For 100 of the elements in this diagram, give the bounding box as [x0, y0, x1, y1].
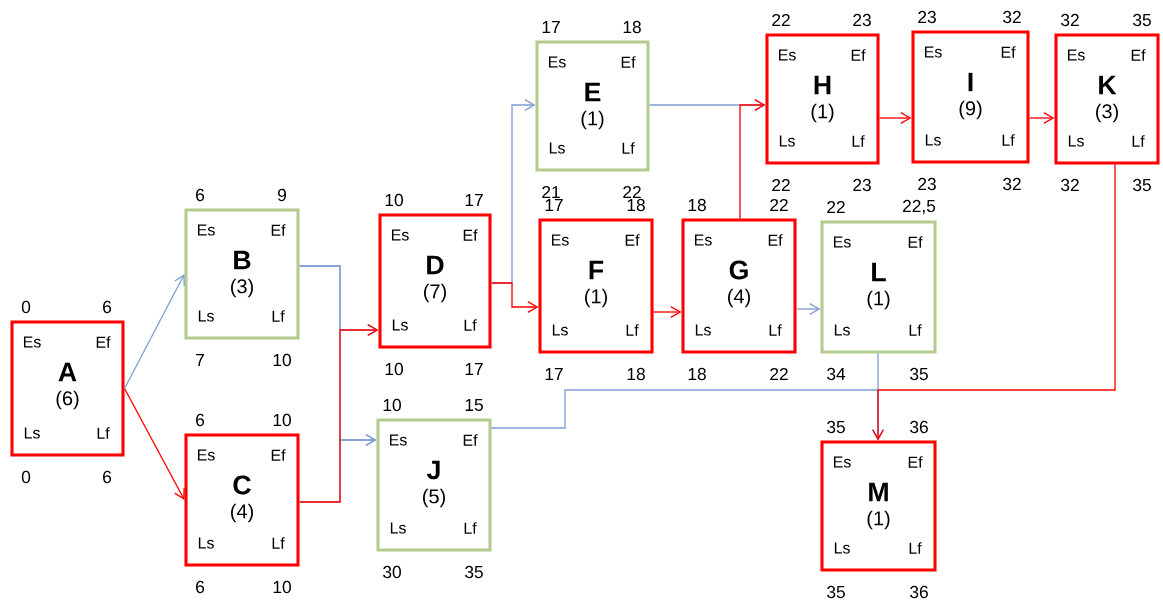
arrow — [652, 306, 682, 318]
activity-letter: K — [1099, 75, 1117, 95]
corner-label: Es — [549, 56, 566, 68]
corner-label: Ls — [834, 324, 850, 336]
time-value: 6 — [103, 300, 112, 314]
arrow — [795, 303, 821, 315]
time-value: 18 — [627, 367, 645, 381]
arrow — [123, 274, 185, 390]
activity-letter: B — [234, 250, 251, 270]
time-value: 9 — [278, 188, 286, 202]
corner-label: Ef — [96, 336, 111, 348]
time-value: 6 — [103, 470, 112, 484]
time-value: 18 — [688, 198, 706, 212]
time-value: 35 — [465, 565, 483, 579]
time-value: 23 — [853, 13, 871, 27]
corner-label: Ls — [549, 142, 565, 154]
time-value: 35 — [1133, 13, 1151, 27]
arrow — [490, 282, 539, 313]
corner-label: Ef — [621, 56, 636, 68]
corner-label: Lf — [1002, 134, 1015, 146]
time-value: 22 — [770, 367, 788, 381]
time-value: 6 — [196, 580, 205, 594]
corner-label: Ls — [198, 310, 214, 322]
duration-label: (1) — [811, 103, 834, 123]
corner-label: Ef — [908, 236, 923, 248]
time-value: 23 — [853, 178, 871, 192]
time-value: 17 — [542, 21, 560, 33]
activity-letter: J — [427, 460, 440, 480]
activity-letter: H — [814, 75, 831, 95]
corner-label: Ef — [851, 49, 866, 61]
corner-label: Ls — [24, 427, 40, 439]
corner-label: Ef — [768, 234, 783, 246]
corner-label: Ef — [625, 234, 640, 246]
corner-label: Ls — [390, 522, 406, 534]
corner-label: Es — [834, 456, 851, 468]
corner-label: Ls — [834, 542, 850, 554]
arrow — [298, 324, 379, 503]
duration-label: (7) — [424, 283, 446, 303]
duration-label: (3) — [1096, 103, 1118, 123]
corner-label: Ef — [908, 456, 923, 468]
corner-label: Es — [198, 449, 215, 461]
corner-label: Ef — [463, 229, 478, 241]
arrow — [872, 163, 1116, 441]
corner-label: Es — [392, 229, 409, 241]
corner-label: Ef — [463, 434, 478, 446]
activity-letter: M — [869, 482, 888, 502]
corner-label: Lf — [464, 522, 477, 534]
time-value: 34 — [827, 367, 846, 381]
corner-label: Es — [779, 49, 796, 61]
time-value: 23 — [918, 10, 936, 24]
corner-label: Es — [1068, 49, 1085, 61]
duration-label: (9) — [959, 100, 982, 120]
time-value: 22 — [827, 200, 845, 214]
corner-label: Lf — [626, 324, 639, 336]
time-value: 15 — [465, 398, 483, 412]
time-value: 22 — [772, 178, 790, 192]
time-value: 23 — [918, 177, 936, 191]
time-value: 10 — [273, 353, 291, 367]
time-value: 35 — [827, 420, 845, 434]
activity-letter: C — [233, 475, 251, 495]
corner-label: Es — [834, 236, 851, 248]
time-value: 32 — [1061, 178, 1079, 192]
time-value: 7 — [196, 354, 204, 366]
duration-label: (1) — [581, 110, 604, 130]
time-value: 17 — [465, 363, 483, 375]
time-value: 17 — [545, 368, 563, 380]
duration-label: (1) — [867, 510, 890, 530]
corner-label: Lf — [97, 427, 110, 439]
time-value: 10 — [273, 580, 291, 594]
activity-letter: G — [729, 260, 748, 280]
corner-label: Ls — [392, 319, 408, 331]
time-value: 35 — [1133, 178, 1151, 192]
activity-letter: D — [427, 255, 444, 275]
corner-label: Lf — [769, 324, 782, 336]
time-value: 17 — [465, 194, 483, 206]
time-value: 6 — [196, 413, 205, 427]
time-value: 36 — [910, 585, 928, 599]
time-value: 22,5 — [903, 199, 936, 215]
corner-label: Lf — [909, 542, 922, 554]
time-value: 0 — [21, 470, 31, 484]
time-value: 21 — [542, 185, 560, 199]
time-value: 32 — [1003, 10, 1021, 24]
corner-label: Es — [24, 336, 41, 348]
time-value: 32 — [1003, 177, 1021, 191]
duration-label: (5) — [423, 488, 445, 508]
corner-label: Es — [198, 224, 215, 236]
corner-label: Lf — [272, 537, 285, 549]
corner-label: Ef — [1001, 46, 1016, 58]
time-value: 10 — [385, 362, 403, 376]
time-value: 22 — [770, 198, 788, 212]
corner-label: Ls — [552, 324, 568, 336]
corner-label: Ef — [271, 224, 286, 236]
corner-label: Lf — [909, 324, 922, 336]
duration-label: (3) — [231, 278, 253, 298]
corner-label: Lf — [272, 310, 285, 322]
corner-label: Lf — [622, 142, 635, 154]
time-value: 10 — [273, 413, 291, 427]
duration-label: (1) — [867, 290, 890, 310]
time-value: 6 — [196, 188, 205, 202]
arrow — [123, 387, 185, 500]
